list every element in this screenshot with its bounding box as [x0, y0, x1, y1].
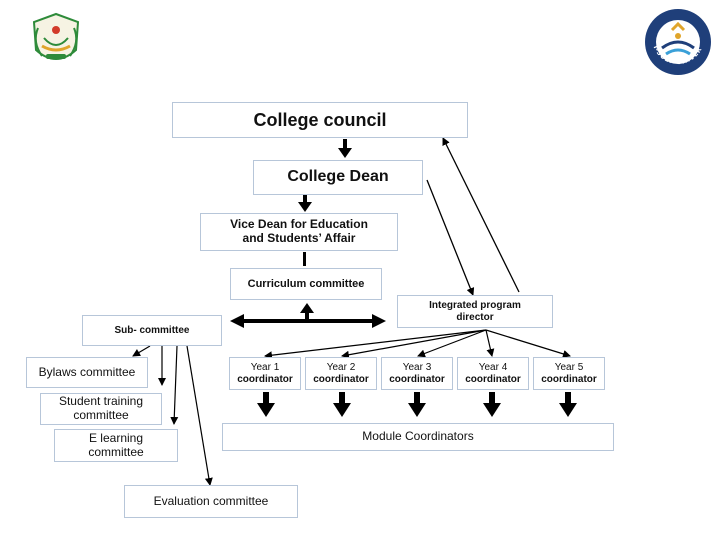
evaluation-committee-label: Evaluation committee [153, 493, 269, 508]
faculty-emblem-icon [32, 12, 80, 60]
curriculum-committee-label: Curriculum committee [247, 277, 365, 290]
program-director-label-line2: director [456, 311, 494, 323]
bylaws-committee-label: Bylaws committee [38, 364, 136, 379]
college-council-box: College council [172, 102, 468, 138]
coordinator-label: coordinator [389, 373, 445, 385]
year-coordinator-box: Year 3 coordinator [381, 357, 453, 390]
college-council-label: College council [253, 109, 387, 130]
bylaws-committee-box: Bylaws committee [26, 357, 148, 388]
years-to-module-arrows [257, 392, 577, 417]
thick-down-arrows [298, 139, 352, 266]
director-to-years-arrows [264, 329, 571, 360]
coordinator-label: coordinator [465, 373, 521, 385]
curriculum-committee-box: Curriculum committee [230, 268, 382, 300]
vice-dean-label-line2: and Students’ Affair [242, 231, 356, 245]
elearning-box: E learning committee [54, 429, 178, 462]
module-coordinators-box: Module Coordinators [222, 423, 614, 451]
director-to-council-arrow [442, 137, 520, 293]
program-director-box: Integrated program director [397, 295, 553, 328]
year-coordinator-box: Year 2 coordinator [305, 357, 377, 390]
dean-to-director-arrow [426, 179, 475, 296]
year-coordinator-box: Year 4 coordinator [457, 357, 529, 390]
module-coordinators-label: Module Coordinators [362, 429, 474, 444]
year-label: Year 5 [554, 362, 584, 373]
subcommittee-arrows [132, 345, 213, 486]
student-training-label-line2: committee [73, 408, 129, 422]
double-headed-arrow [230, 303, 386, 328]
year-label: Year 3 [402, 362, 432, 373]
sub-committee-box: Sub- committee [82, 315, 222, 346]
elearning-label-line1: E learning [88, 430, 144, 445]
program-director-label-line1: Integrated program [429, 300, 521, 311]
year-coordinator-box: Year 5 coordinator [533, 357, 605, 390]
year-label: Year 2 [326, 362, 356, 373]
year-coordinator-box: Year 1 coordinator [229, 357, 301, 390]
student-training-label-line1: Student training [58, 394, 144, 409]
college-dean-label: College Dean [287, 168, 389, 186]
vice-dean-label-line1: Vice Dean for Education [230, 217, 368, 232]
sub-committee-label: Sub- committee [114, 324, 190, 336]
vice-dean-box: Vice Dean for Education and Students’ Af… [200, 213, 398, 251]
year-label: Year 4 [478, 362, 508, 373]
elearning-label-line2: committee [88, 444, 144, 459]
coordinator-label: coordinator [541, 373, 597, 385]
year-label: Year 1 [250, 362, 280, 373]
evaluation-committee-box: Evaluation committee [124, 485, 298, 518]
coordinator-label: coordinator [237, 373, 293, 385]
university-seal-icon: BENI-SUEF UNIVERSITY [642, 6, 711, 75]
coordinator-label: coordinator [313, 373, 369, 385]
student-training-box: Student training committee [40, 393, 162, 425]
college-dean-box: College Dean [253, 160, 423, 195]
